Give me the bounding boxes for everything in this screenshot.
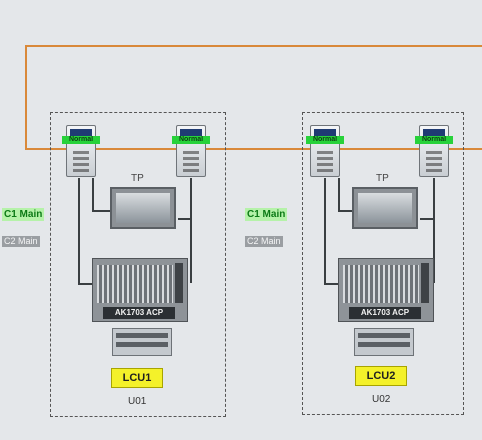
unit-2-switch-left-status: Normal <box>306 136 344 144</box>
unit-2-link-right-rack <box>433 178 435 283</box>
unit-1-link-right-rack <box>190 178 192 283</box>
unit-1-link-left-tp <box>92 178 94 212</box>
unit-2-link-left-rack <box>324 178 326 283</box>
unit-2-link-left-tp <box>338 178 340 212</box>
unit-2-plc-rack[interactable]: AK1703 ACP <box>338 258 434 322</box>
unit-2-io-module[interactable] <box>354 328 414 356</box>
unit-1-rack-label: AK1703 ACP <box>103 307 175 319</box>
unit-2-link-right-tp <box>420 218 434 220</box>
unit-2-c1-main-label[interactable]: C1 Main <box>245 208 288 221</box>
unit-1-link-left-tp-h <box>92 210 112 212</box>
unit-1-cabinet-outline <box>50 112 226 417</box>
unit-2-id-label: U02 <box>372 394 391 405</box>
unit-2-switch-left[interactable]: Normal <box>306 125 344 177</box>
unit-1-touch-panel[interactable] <box>110 187 176 229</box>
unit-1-id-label: U01 <box>128 396 147 407</box>
unit-1-switch-left-status: Normal <box>62 136 100 144</box>
unit-2-rack-label: AK1703 ACP <box>349 307 421 319</box>
unit-2-link-left-rack-h <box>324 283 340 285</box>
unit-1-tp-label: TP <box>131 173 144 184</box>
unit-1-link-left-rack <box>78 178 80 283</box>
unit-2-switch-right-status: Normal <box>415 136 453 144</box>
unit-2-link-left-tp-h <box>338 210 354 212</box>
unit-1-c1-main-label[interactable]: C1 Main <box>2 208 45 221</box>
redundancy-ring-line <box>25 45 482 150</box>
unit-1-switch-right[interactable]: Normal <box>172 125 210 177</box>
unit-1-c2-main-label[interactable]: C2 Main <box>2 236 40 247</box>
unit-2-cabinet-outline <box>302 112 464 415</box>
lcu1-button[interactable]: LCU1 <box>111 368 163 388</box>
unit-1-io-module[interactable] <box>112 328 172 356</box>
unit-1-switch-left[interactable]: Normal <box>62 125 100 177</box>
unit-1-switch-right-status: Normal <box>172 136 210 144</box>
lcu2-button[interactable]: LCU2 <box>355 366 407 386</box>
unit-1-link-left-rack-h <box>78 283 94 285</box>
unit-2-c2-main-label[interactable]: C2 Main <box>245 236 283 247</box>
unit-2-touch-panel[interactable] <box>352 187 418 229</box>
unit-1-plc-rack[interactable]: AK1703 ACP <box>92 258 188 322</box>
unit-2-tp-label: TP <box>376 173 389 184</box>
unit-1-link-right-tp <box>178 218 192 220</box>
unit-2-switch-right[interactable]: Normal <box>415 125 453 177</box>
